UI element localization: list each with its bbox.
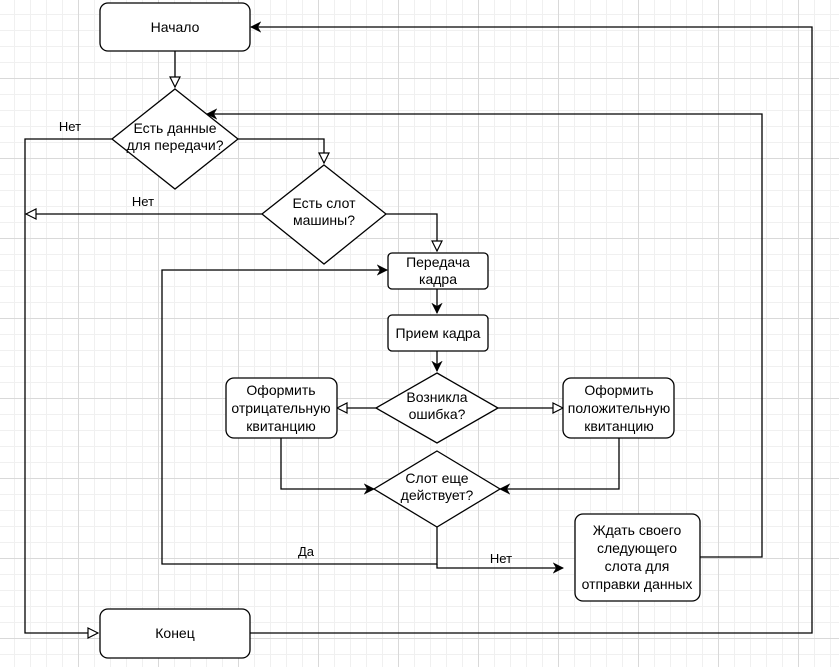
edge-label-yes-slot-active: Да <box>298 544 315 559</box>
node-error[interactable]: Возникла ошибка? <box>374 372 500 444</box>
node-send-frame-line-2: кадра <box>419 271 457 287</box>
edge-label-no-slot-active: Нет <box>490 551 512 566</box>
node-wait-slot-line-2: следующего <box>597 540 677 556</box>
node-start[interactable]: Начало <box>99 2 251 52</box>
node-receive-frame-label: Прием кадра <box>396 325 481 341</box>
node-has-data-line-1: Есть данные <box>133 120 216 136</box>
edge-label-no-slot: Нет <box>132 194 154 209</box>
edge-has-data-to-has-slot <box>238 138 324 163</box>
node-has-slot-line-1: Есть слот <box>293 195 357 211</box>
node-send-frame[interactable]: Передача кадра <box>387 252 489 290</box>
edge-wait-to-has-data <box>207 114 763 558</box>
edge-label-no-data: Нет <box>59 119 81 134</box>
node-end-label: Конец <box>155 625 194 641</box>
node-wait-slot-line-1: Ждать своего <box>593 522 682 538</box>
edge-slot-active-no-to-wait <box>436 564 563 568</box>
edge-end-to-start <box>250 27 813 634</box>
node-has-data-line-2: для передачи? <box>127 137 224 153</box>
edge-has-data-no-to-end <box>24 138 112 633</box>
node-start-label: Начало <box>151 19 200 35</box>
edge-positive-to-slot-active <box>500 438 620 489</box>
node-negative-ack[interactable]: Оформить отрицательную квитанцию <box>225 377 338 439</box>
node-wait-slot-line-3: слота для <box>605 558 670 574</box>
node-receive-frame[interactable]: Прием кадра <box>387 314 489 352</box>
node-end[interactable]: Конец <box>99 608 251 659</box>
node-positive-ack-line-3: квитанцию <box>584 418 654 434</box>
node-error-line-1: Возникла <box>406 389 467 405</box>
node-send-frame-line-1: Передача <box>406 254 470 270</box>
edge-negative-to-slot-active <box>280 438 374 489</box>
node-has-slot[interactable]: Есть слот машины? <box>260 164 388 265</box>
edge-slot-active-yes-to-send <box>161 270 438 565</box>
node-negative-ack-line-3: квитанцию <box>246 418 316 434</box>
node-error-line-2: ошибка? <box>409 406 466 422</box>
node-has-data[interactable]: Есть данные для передачи? <box>110 88 240 190</box>
node-has-slot-line-2: машины? <box>293 212 355 228</box>
node-slot-active-line-1: Слот еще <box>405 470 468 486</box>
node-wait-slot[interactable]: Ждать своего следующего слота для отправ… <box>574 513 701 602</box>
node-positive-ack-line-2: положительную <box>568 400 670 416</box>
node-wait-slot-line-4: отправки данных <box>582 576 693 592</box>
node-slot-active[interactable]: Слот еще действует? <box>372 450 502 528</box>
edge-has-slot-to-send <box>386 213 437 251</box>
node-positive-ack[interactable]: Оформить положительную квитанцию <box>562 377 675 439</box>
node-negative-ack-line-1: Оформить <box>246 382 315 398</box>
node-slot-active-line-2: действует? <box>401 487 474 503</box>
node-negative-ack-line-2: отрицательную <box>231 400 330 416</box>
node-positive-ack-line-1: Оформить <box>584 382 653 398</box>
